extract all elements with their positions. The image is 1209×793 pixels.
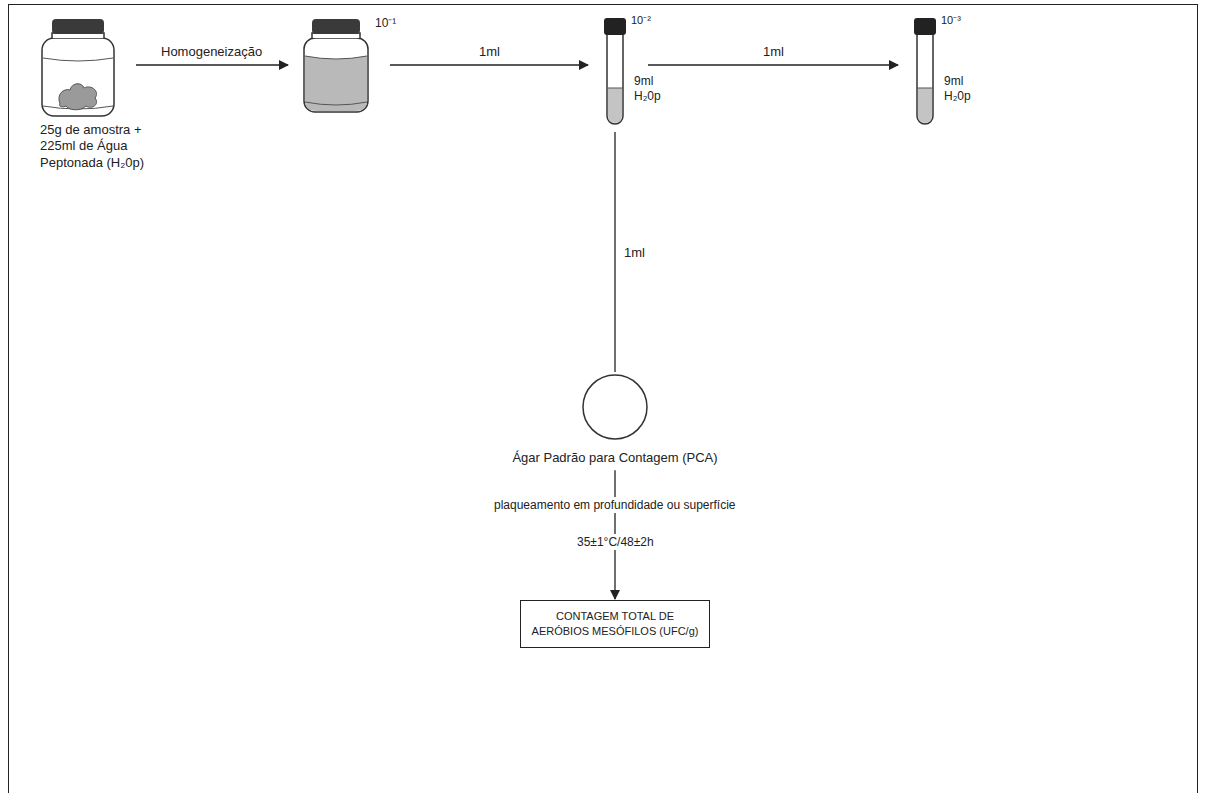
edge-label: 1ml: [621, 245, 648, 260]
dilution-tube: 10⁻³9ml H₂0p: [910, 18, 990, 19]
bottle1-drawing: [38, 18, 118, 118]
edge-label: 1ml: [476, 44, 503, 59]
node-text: 10⁻³: [941, 14, 981, 28]
flow-arrow: [614, 132, 615, 372]
node-text: 25g de amostra + 225ml de Água Peptonada…: [40, 122, 180, 171]
petri-plate: Ágar Padrão para Contagem (PCA): [495, 372, 735, 373]
node-text: 10⁻²: [631, 14, 671, 28]
node-text: 10⁻¹: [375, 16, 415, 31]
dilution-bottle: 10⁻¹: [300, 18, 410, 19]
node-text: 9ml H₂0p: [634, 74, 672, 104]
flow-arrow: [648, 64, 898, 65]
step-note: 35±1°C/48±2h: [573, 534, 658, 550]
flow-arrow: [136, 64, 288, 65]
node-text: Ágar Padrão para Contagem (PCA): [495, 450, 735, 466]
tube-drawing: [910, 18, 940, 128]
tube-drawing: [600, 18, 630, 128]
edge-label: 1ml: [760, 44, 787, 59]
edge-label: Homogeneização: [158, 44, 265, 59]
node-text: CONTAGEM TOTAL DE AERÓBIOS MESÓFILOS (UF…: [531, 609, 699, 639]
result-box: CONTAGEM TOTAL DE AERÓBIOS MESÓFILOS (UF…: [520, 600, 710, 648]
dilution-tube: 10⁻²9ml H₂0p: [600, 18, 680, 19]
node-text: 9ml H₂0p: [944, 74, 982, 104]
plate-drawing: [580, 372, 650, 442]
step-note: plaqueamento em profundidade ou superfíc…: [490, 497, 740, 513]
sample-bottle: 25g de amostra + 225ml de Água Peptonada…: [38, 18, 208, 19]
flow-arrow: [390, 64, 588, 65]
bottle2-drawing: [300, 18, 372, 114]
